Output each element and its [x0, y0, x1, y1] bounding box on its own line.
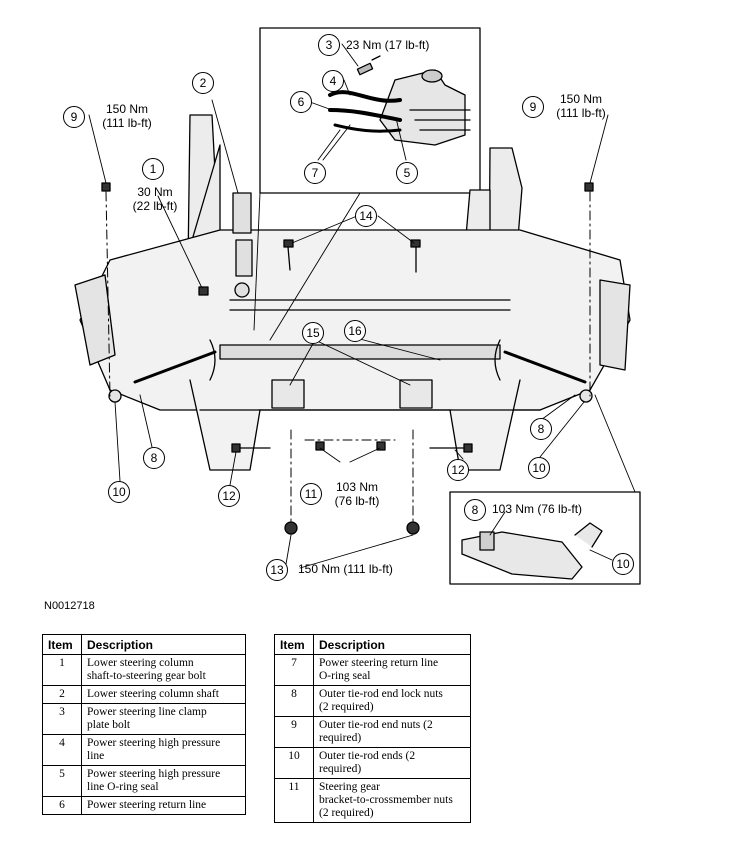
torque-label-13: 150 Nm (111 lb-ft): [298, 562, 393, 576]
item-description: Outer tie-rod end lock nuts (2 required): [313, 685, 471, 717]
item-number: 11: [274, 778, 314, 823]
torque-label-9-left: 150 Nm (111 lb-ft): [92, 102, 162, 130]
callout-9-right: 9: [522, 96, 544, 118]
leader-lines: [88, 43, 636, 571]
callout-15: 15: [302, 322, 324, 344]
left-knuckle: [74, 274, 122, 403]
right-knuckle: [579, 279, 631, 403]
callout-5: 5: [396, 162, 418, 184]
callout-10-detail: 10: [612, 553, 634, 575]
bolt-shafts: [239, 246, 465, 449]
header-description: Description: [313, 634, 471, 655]
item-description: Power steering high pressure line: [81, 734, 246, 766]
callout-6: 6: [290, 91, 312, 113]
item-description: Power steering return line: [81, 796, 246, 815]
callout-10-right: 10: [528, 457, 550, 479]
item-description: Outer tie-rod end nuts (2 required): [313, 716, 471, 748]
callout-3: 3: [318, 34, 340, 56]
header-item: Item: [42, 634, 82, 655]
item-number: 5: [42, 765, 82, 797]
inset-frame-top: [259, 27, 481, 194]
steering-rack: [133, 339, 587, 409]
callout-16: 16: [344, 320, 366, 342]
torque-label-11-line2: (76 lb-ft): [334, 494, 380, 508]
item-description: Outer tie-rod ends (2 required): [313, 747, 471, 779]
torque-label-9-right-line1: 150 Nm: [559, 92, 603, 106]
item-number: 8: [274, 685, 314, 717]
callout-11: 11: [300, 483, 322, 505]
item-number: 3: [42, 703, 82, 735]
torque-label-1-line2: (22 lb-ft): [132, 199, 178, 213]
legend-header-row: Item Description: [274, 634, 471, 655]
callout-8-right: 8: [530, 418, 552, 440]
callout-10-left: 10: [108, 481, 130, 503]
header-description: Description: [81, 634, 246, 655]
callout-12-right: 12: [447, 459, 469, 481]
callout-7: 7: [304, 162, 326, 184]
callout-14: 14: [355, 205, 377, 227]
exploded-view-drawing: [74, 27, 641, 585]
item-number: 7: [274, 654, 314, 686]
item-number: 2: [42, 685, 82, 704]
torque-label-1-line1: 30 Nm: [137, 185, 173, 199]
alignment-lines: [105, 191, 591, 523]
inset-valve-body: [328, 55, 471, 146]
item-number: 6: [42, 796, 82, 815]
item-description: Power steering high pressure line O-ring…: [81, 765, 246, 797]
callout-8-detail: 8: [464, 499, 486, 521]
torque-label-11: 103 Nm (76 lb-ft): [322, 480, 392, 508]
tie-rod-end-detail: [461, 522, 603, 580]
item-number: 9: [274, 716, 314, 748]
callout-9-left: 9: [63, 106, 85, 128]
item-description: Lower steering column shaft: [81, 685, 246, 704]
callout-8-left: 8: [143, 447, 165, 469]
torque-label-9-left-line1: 150 Nm: [105, 102, 149, 116]
item-description: Steering gear bracket-to-crossmember nut…: [313, 778, 471, 823]
steering-gear-diagram: 2 1 3 4 6 7 5 9 9 14 15 16 8 8 10 10 12 …: [63, 27, 641, 585]
lower-column-shaft: [232, 192, 253, 298]
item-number: 10: [274, 747, 314, 779]
torque-label-9-right: 150 Nm (111 lb-ft): [546, 92, 616, 120]
item-number: 1: [42, 654, 82, 686]
callout-1: 1: [142, 158, 164, 180]
torque-label-3: 23 Nm (17 lb-ft): [346, 38, 430, 52]
inset-frame-bottom: [449, 491, 641, 585]
torque-label-8: 103 Nm (76 lb-ft): [492, 502, 583, 516]
legend-header-row: Item Description: [42, 634, 246, 655]
callout-12-left: 12: [218, 485, 240, 507]
torque-label-11-line1: 103 Nm: [335, 480, 379, 494]
callout-13: 13: [266, 559, 288, 581]
callout-4: 4: [322, 70, 344, 92]
torque-label-9-right-line2: (111 lb-ft): [556, 106, 606, 120]
figure-id: N0012718: [44, 600, 95, 612]
item-description: Lower steering column shaft-to-steering …: [81, 654, 246, 686]
item-description: Power steering line clamp plate bolt: [81, 703, 246, 735]
header-item: Item: [274, 634, 314, 655]
torque-label-9-left-line2: (111 lb-ft): [102, 116, 152, 130]
torque-label-1: 30 Nm (22 lb-ft): [120, 185, 190, 213]
callout-2: 2: [192, 72, 214, 94]
item-description: Power steering return line O-ring seal: [313, 654, 471, 686]
item-number: 4: [42, 734, 82, 766]
